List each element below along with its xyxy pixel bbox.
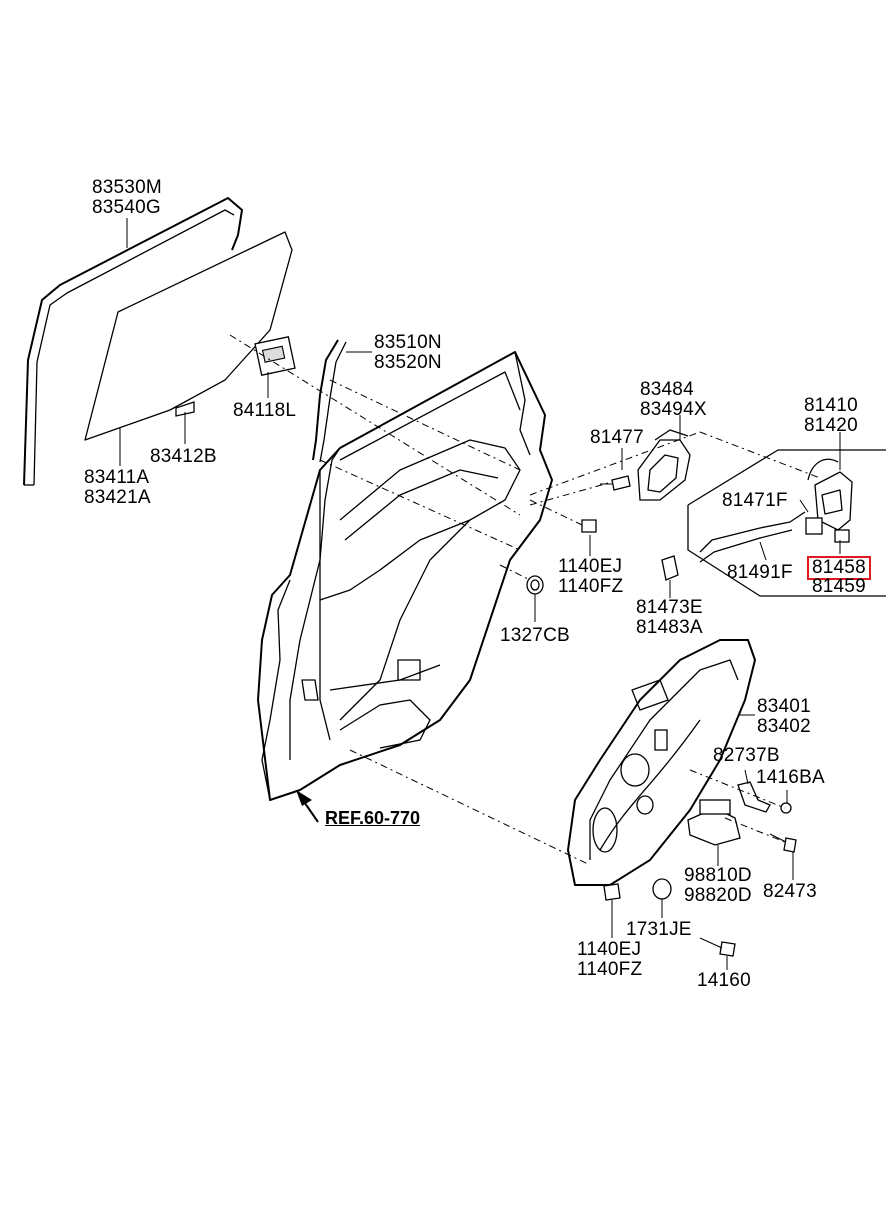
latch-assembly-part [805,458,853,543]
grommet-part [526,575,544,595]
highlighted-part-box[interactable]: 81458 [807,556,871,580]
bolt-mid-part [581,519,597,533]
release-cable-part [699,511,806,553]
glass-run-strip [23,197,243,486]
label-cable-top: 81471F [722,490,788,511]
label-channel-clip: 84118L [233,400,297,421]
label-latch-part-b: 81459 [812,576,866,597]
regulator-panel [567,639,756,886]
clip-81473-part [661,555,679,581]
latch-detail-box [687,449,886,506]
handle-bracket-part [637,429,691,501]
door-glass [84,231,293,441]
label-glass-holder: 83412B [150,446,217,467]
motor-part [687,799,741,846]
label-plug: 1731JE [626,919,692,940]
bracket-82737-part [737,781,771,813]
door-inner-panel [257,351,553,801]
sash-channel-part [312,339,339,461]
leader-lines [119,218,841,970]
label-cable-bottom: 81491F [727,562,793,583]
screw-14160-part [699,937,736,957]
glass-holder-part [175,401,195,417]
label-latch-part-a[interactable]: 81458 [807,556,871,580]
plug-part [652,878,672,900]
nut-1416-part [780,802,792,814]
label-bracket-82737: 82737B [713,745,780,766]
ref-arrow [296,790,319,823]
label-nut-1416: 1416BA [756,767,825,788]
label-screw-14160: 14160 [697,970,751,991]
label-bolt-82473: 82473 [763,881,817,902]
ref-label[interactable]: REF.60-770 [325,808,421,828]
channel-clip-part [254,336,296,376]
assembly-lines [229,334,821,866]
bolt-bottom-part [603,883,621,901]
label-grommet: 1327CB [500,625,570,646]
bolt-82473-part [769,833,797,853]
screw-81477-part [600,475,631,491]
label-screw-81477: 81477 [590,427,644,448]
